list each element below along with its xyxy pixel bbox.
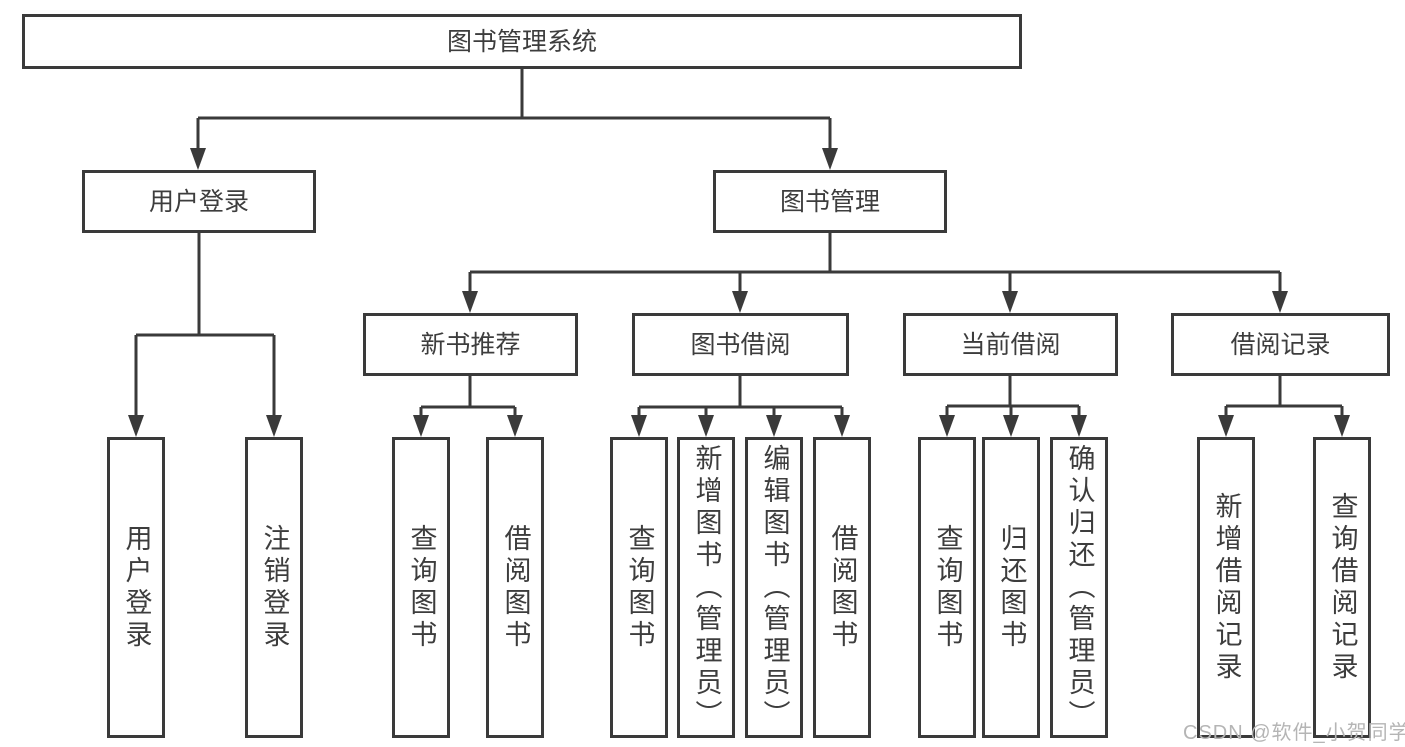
arrowhead-icon xyxy=(834,415,850,437)
node-label: 借阅记录 xyxy=(1230,330,1331,359)
leaf-label: 注销登录 xyxy=(259,523,290,652)
arrowhead-icon xyxy=(1071,415,1087,437)
node-label: 新书推荐 xyxy=(420,330,521,359)
connector-book-mgmt-children xyxy=(462,233,1288,313)
arrowhead-icon xyxy=(413,415,429,437)
node-label: 当前借阅 xyxy=(960,330,1061,359)
node-root: 图书管理系统 xyxy=(22,14,1022,69)
arrowhead-icon xyxy=(128,415,144,437)
leaf-label: 查询图书 xyxy=(406,523,437,652)
arrowhead-icon xyxy=(1003,415,1019,437)
arrowhead-icon xyxy=(266,415,282,437)
leaf-label: 归还图书 xyxy=(996,523,1027,652)
leaf-borrow-book: 借阅图书 xyxy=(813,437,871,738)
leaf-add-borrow-record: 新增借阅记录 xyxy=(1197,437,1255,738)
connector-book-borrow-children xyxy=(631,376,850,437)
connector-line xyxy=(134,233,276,421)
node-label: 用户登录 xyxy=(148,187,249,216)
connector-user-login-children xyxy=(128,233,282,437)
leaf-logout: 注销登录 xyxy=(245,437,303,738)
connector-line xyxy=(468,233,1282,295)
arrowhead-icon xyxy=(631,415,647,437)
watermark: CSDN @软件_小贺同学 xyxy=(1183,722,1405,744)
connector-borrow-record-children xyxy=(1218,376,1350,437)
connector-current-borrow-children xyxy=(939,376,1087,437)
leaf-label: 查询图书 xyxy=(624,523,655,652)
leaf-query-book: 查询图书 xyxy=(918,437,976,738)
arrowhead-icon xyxy=(698,415,714,437)
connector-line xyxy=(945,376,1081,421)
connector-line xyxy=(1224,376,1344,421)
leaf-query-book: 查询图书 xyxy=(610,437,668,738)
leaf-label: 查询图书 xyxy=(932,523,963,652)
leaf-label: 用户登录 xyxy=(121,523,152,652)
leaf-label: 借阅图书 xyxy=(500,523,531,652)
node-user-login: 用户登录 xyxy=(82,170,316,233)
leaf-query-borrow-record: 查询借阅记录 xyxy=(1313,437,1371,738)
leaf-query-book: 查询图书 xyxy=(392,437,450,738)
arrowhead-icon xyxy=(1218,415,1234,437)
leaf-user-login: 用户登录 xyxy=(107,437,165,738)
leaf-label: 查询借阅记录 xyxy=(1327,491,1358,684)
arrowhead-icon xyxy=(507,415,523,437)
leaf-return-book: 归还图书 xyxy=(982,437,1040,738)
connector-root-to-level2 xyxy=(190,69,838,170)
node-book-mgmt: 图书管理 xyxy=(713,170,947,233)
leaf-label: 新增借阅记录 xyxy=(1211,491,1242,684)
node-borrow-record: 借阅记录 xyxy=(1171,313,1390,376)
arrowhead-icon xyxy=(1334,415,1350,437)
leaf-label: 新增图书（管理员） xyxy=(691,443,722,732)
node-label: 图书管理系统 xyxy=(446,27,597,56)
connector-line xyxy=(419,376,517,421)
arrowhead-icon xyxy=(462,291,478,313)
leaf-borrow-book: 借阅图书 xyxy=(486,437,544,738)
arrowhead-icon xyxy=(1272,291,1288,313)
leaf-add-book-admin: 新增图书（管理员） xyxy=(677,437,735,738)
connector-line xyxy=(196,69,832,152)
arrowhead-icon xyxy=(766,415,782,437)
arrowhead-icon xyxy=(822,148,838,170)
connector-new-book-children xyxy=(413,376,523,437)
node-current-borrow: 当前借阅 xyxy=(903,313,1118,376)
arrowhead-icon xyxy=(732,291,748,313)
leaf-edit-book-admin: 编辑图书（管理员） xyxy=(745,437,803,738)
node-new-book-recommend: 新书推荐 xyxy=(363,313,578,376)
leaf-confirm-return-admin: 确认归还（管理员） xyxy=(1050,437,1108,738)
connector-line xyxy=(637,376,844,421)
arrowhead-icon xyxy=(939,415,955,437)
leaf-label: 编辑图书（管理员） xyxy=(759,443,790,732)
node-label: 图书借阅 xyxy=(690,330,791,359)
leaf-label: 借阅图书 xyxy=(827,523,858,652)
leaf-label: 确认归还（管理员） xyxy=(1064,443,1095,732)
node-book-borrow: 图书借阅 xyxy=(632,313,849,376)
arrowhead-icon xyxy=(190,148,206,170)
node-label: 图书管理 xyxy=(779,187,880,216)
arrowhead-icon xyxy=(1002,291,1018,313)
